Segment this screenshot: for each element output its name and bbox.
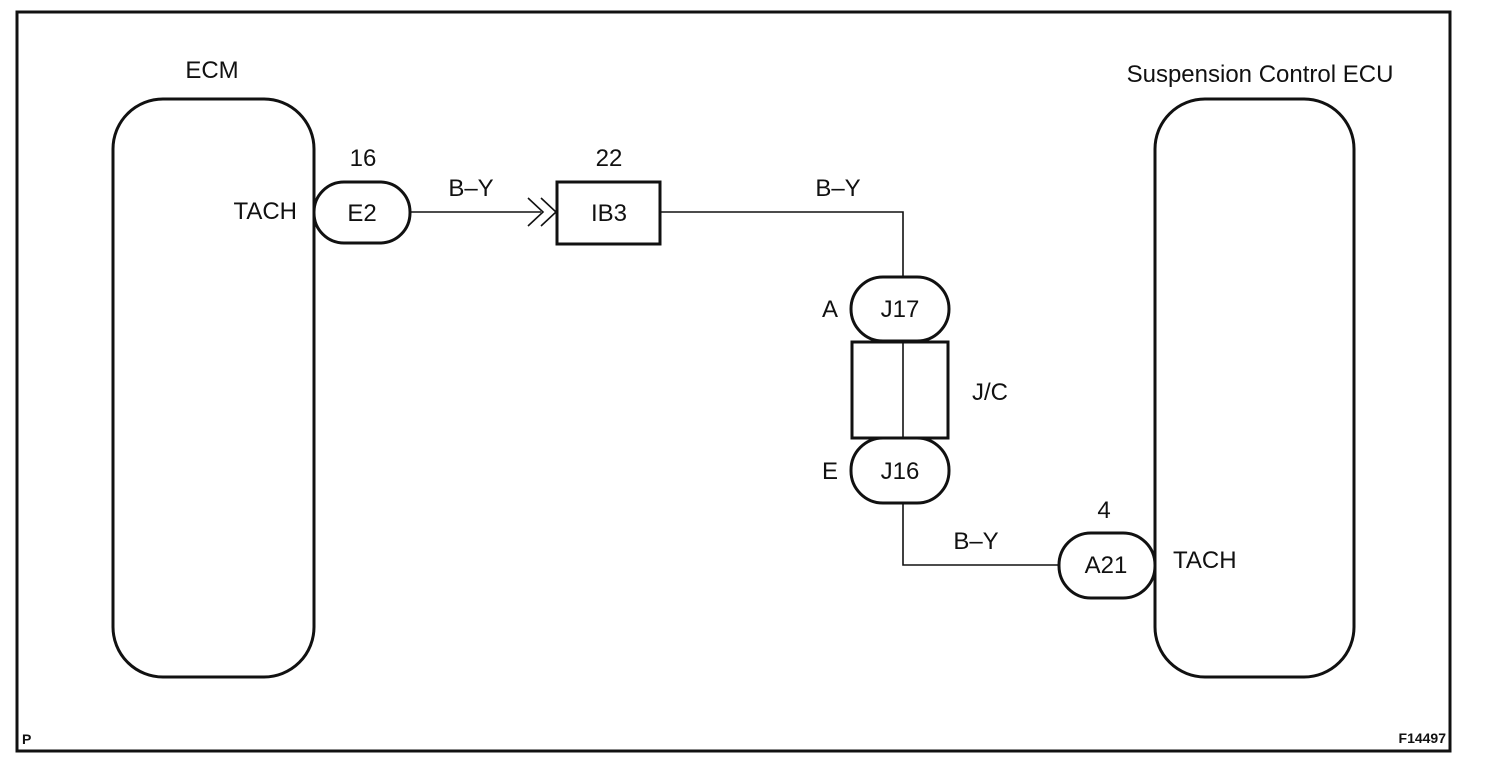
ecm-tach-label: TACH [233,198,297,225]
connector-ib3 [555,180,662,246]
junction-name: J/C [972,379,1008,406]
j17-pin-letter: A [822,296,838,323]
ib3-pin-number: 22 [596,145,623,172]
wire-ib3-j17 [660,211,904,277]
connector-a21 [1057,531,1157,600]
connector-j17-label: J17 [881,296,920,323]
footer-left-mark: P [22,731,31,747]
wire-j16-a21 [902,503,1061,566]
ecm-title: ECM [185,57,238,84]
ecu-pin-number: 4 [1097,497,1110,524]
connector-j16 [849,436,951,505]
wire-label-j16-a21: B–Y [953,528,998,555]
ecm-unit [111,97,316,679]
j16-pin-letter: E [822,458,838,485]
connector-a21-label: A21 [1085,552,1128,579]
connector-j16-label: J16 [881,458,920,485]
connector-ib3-label: IB3 [591,200,627,227]
figure-code: F14497 [1399,730,1447,746]
wire-label-e2-ib3: B–Y [448,175,493,202]
diagram-frame [15,10,1452,753]
ecm-pin-number: 16 [350,145,377,172]
junction-block [850,340,950,440]
ecu-tach-label: TACH [1173,547,1237,574]
connector-e2-label: E2 [347,200,376,227]
ecu-title: Suspension Control ECU [1127,61,1394,88]
ecu-unit [1153,97,1356,679]
wire-label-ib3-j17: B–Y [815,175,860,202]
